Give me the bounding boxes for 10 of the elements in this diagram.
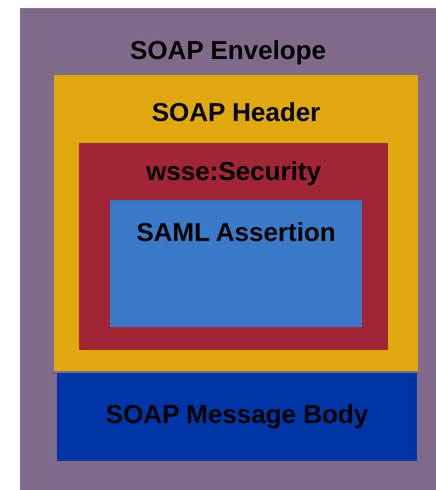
header-box (54, 75, 418, 371)
box-title: SAML Assertion (135, 217, 337, 248)
assertion-box (110, 200, 362, 327)
body-box (57, 373, 417, 461)
box-title: SOAP Message Body (104, 399, 370, 430)
box-title: wsse:Security (145, 156, 322, 187)
envelope-box (20, 8, 436, 490)
box-title: SOAP Envelope (128, 35, 328, 66)
box-title: SOAP Header (150, 97, 322, 128)
security-box (79, 143, 388, 350)
